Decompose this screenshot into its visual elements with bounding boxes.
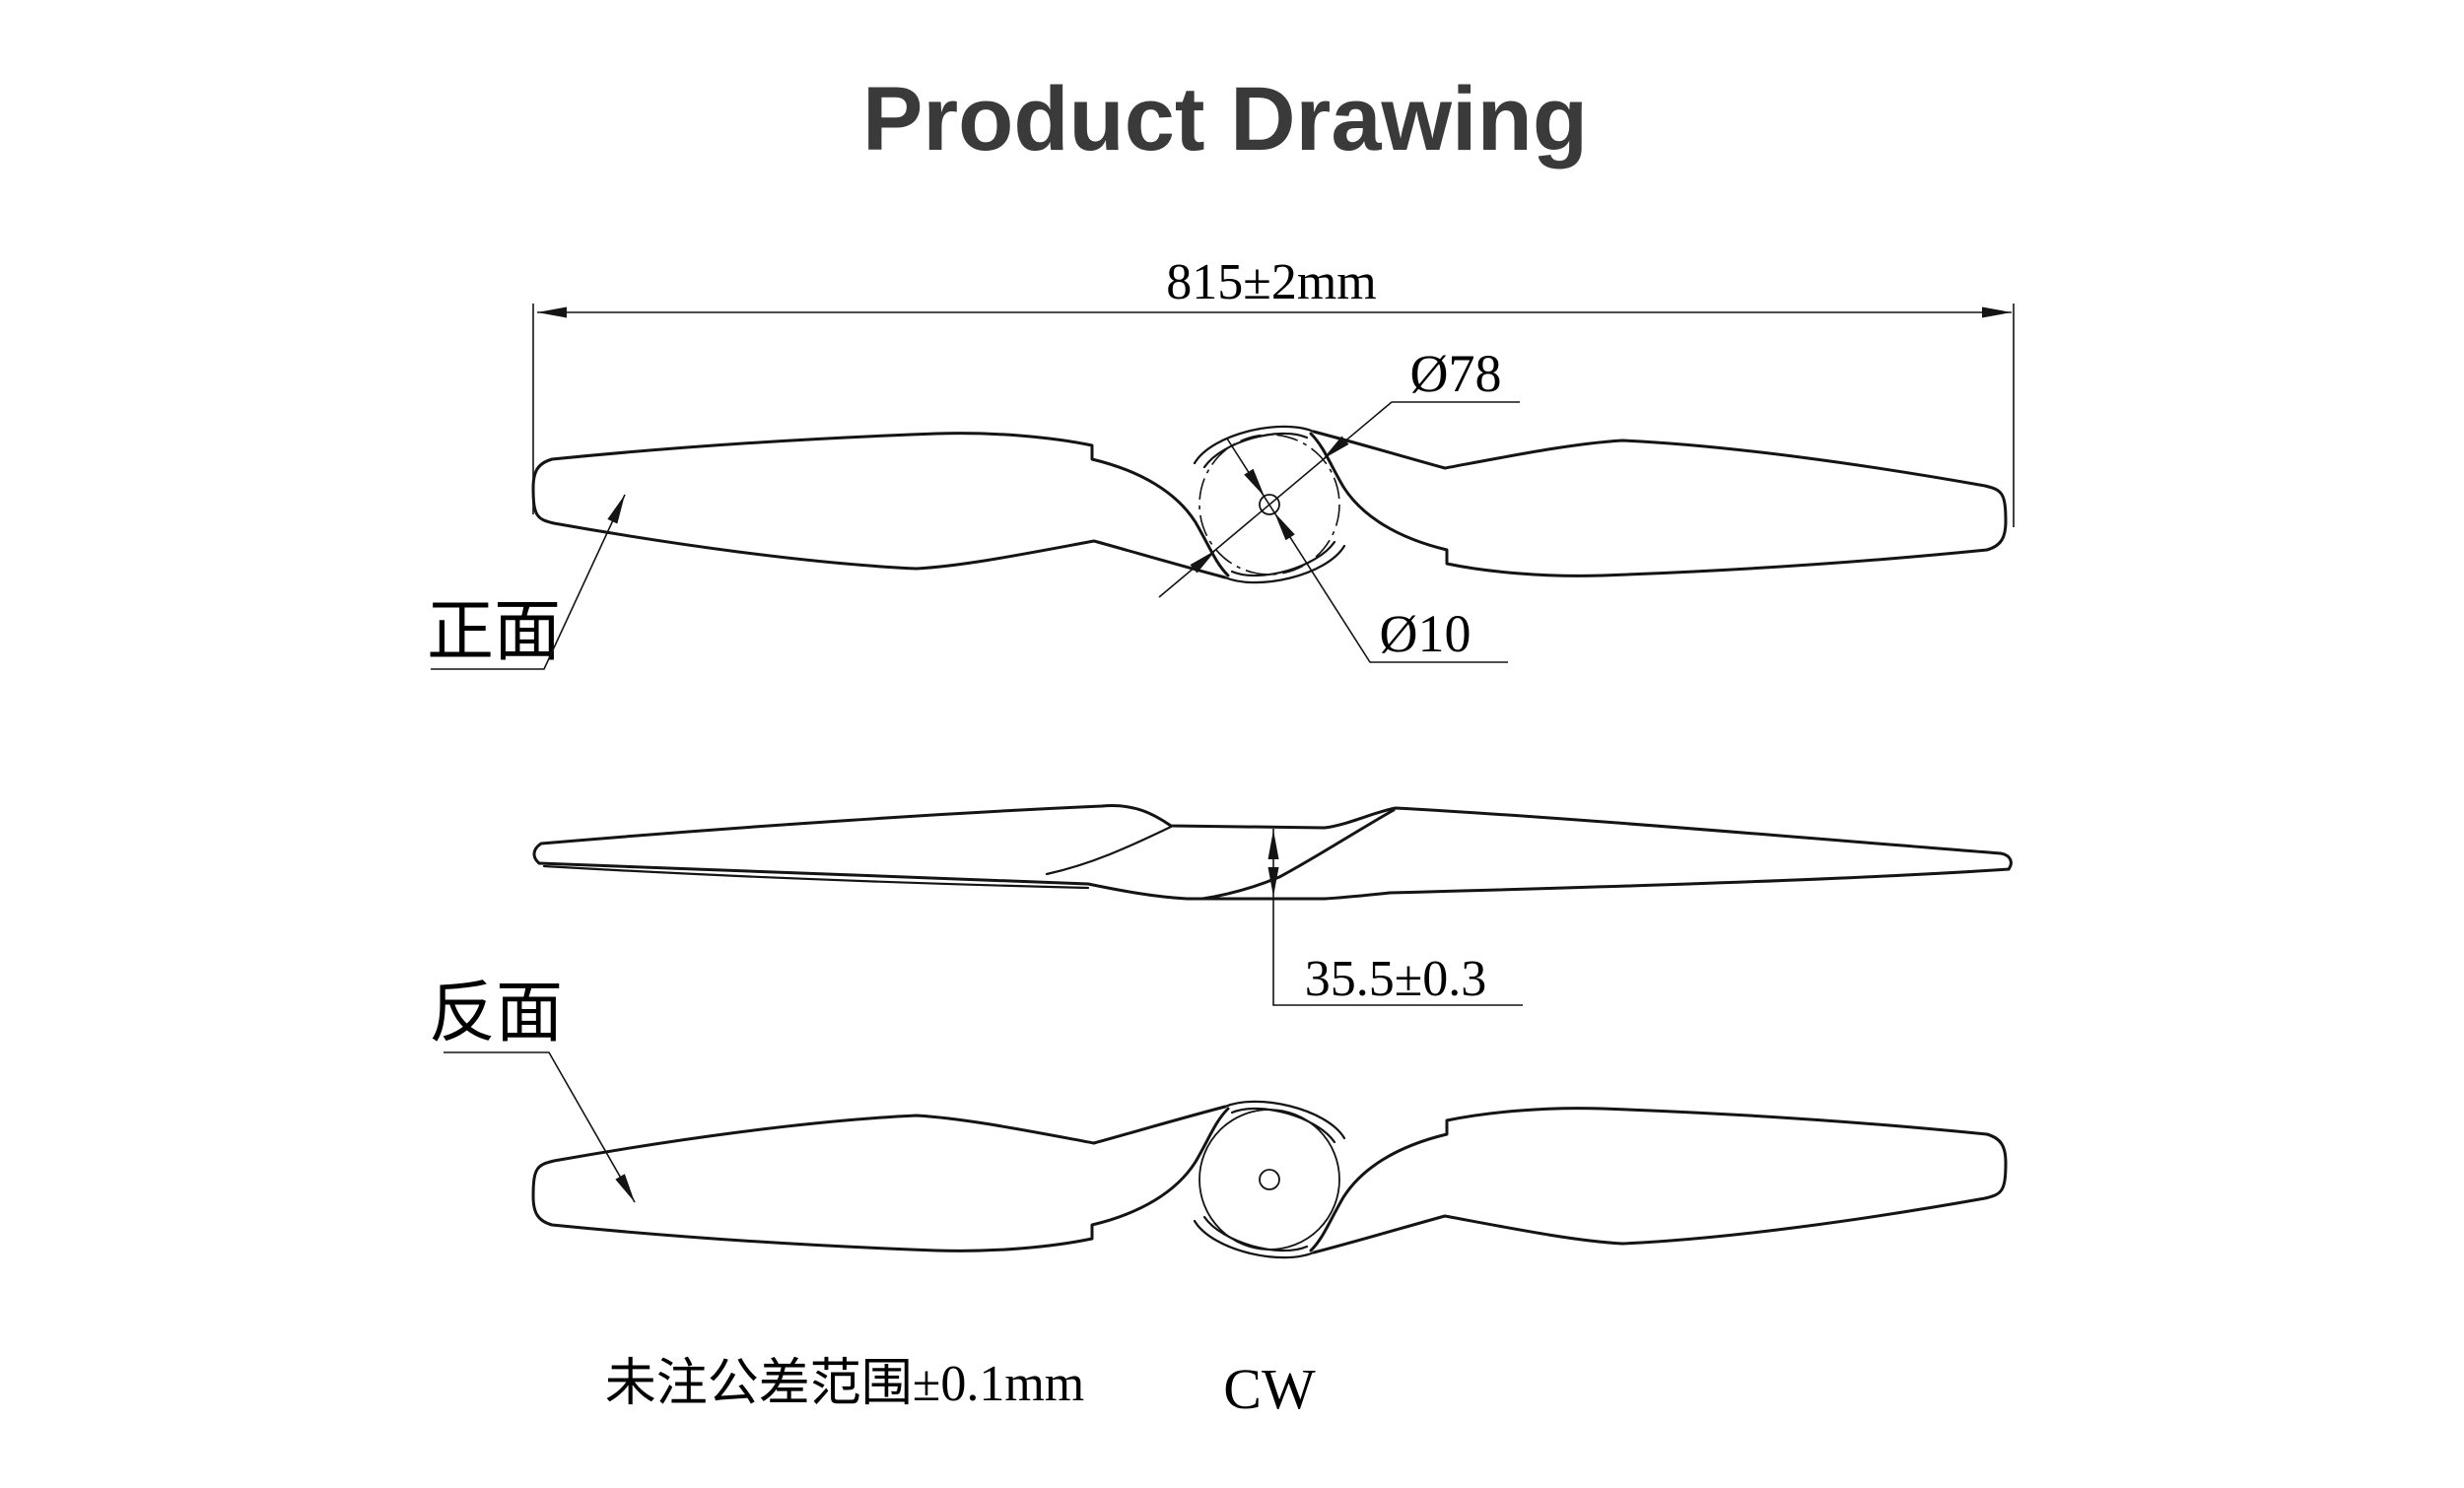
back-label-arrow [615,1174,640,1205]
front-left-blade-outline [531,432,1230,579]
dim-overall-length: 815±2mm [532,254,2015,527]
back-view-label: 反面 [429,976,563,1050]
back-label-leader [444,1051,636,1203]
front-label-leader [431,494,626,670]
side-blade-root-right-curve [1200,808,1396,901]
back-right-blade-outline [1309,1107,2008,1254]
dim-hub-diameter-text: Ø78 [1410,344,1502,403]
front-bore-hole [1259,494,1280,515]
back-view-callout: 反面 [429,976,640,1205]
front-label-arrow [607,492,630,524]
dim-leader-hub-diameter [1158,401,1520,598]
side-blade-root-left-curve [1045,825,1173,876]
dim-bore-diameter: Ø10 [1226,438,1508,663]
dim-hub-thickness-text: 35.5±0.3 [1305,951,1487,1007]
dim-overall-length-text: 815±2mm [1166,254,1376,310]
dim-hub-diameter: Ø78 [1158,344,1520,598]
page-title: Product Drawing [862,69,1588,169]
tolerance-note: 未注公差范围±0.1mm [605,1356,1084,1412]
side-bottom-profile [537,861,2011,901]
back-left-blade-outline [531,1105,1230,1252]
side-view [532,804,2013,901]
front-view-label: 正面 [427,594,561,669]
front-hub-circle-centerline [1198,434,1340,575]
rotation-direction-label: CW [1223,1357,1316,1421]
back-view-outline-group [531,1100,2008,1259]
dim-hub-thickness: 35.5±0.3 [1267,829,1523,1007]
dim-arrow-right [1982,306,2012,318]
back-hub-circle [1198,1109,1340,1251]
back-bore-hole [1259,1169,1280,1190]
front-view-callout: 正面 [427,492,630,670]
front-view [531,425,2008,584]
dim-arrow-thickness-up [1267,830,1279,859]
front-right-blade-outline [1309,430,2008,577]
side-trailing-edge-line [542,864,1090,890]
back-view [531,1100,2008,1259]
side-top-profile [532,804,2013,871]
dim-bore-diameter-text: Ø10 [1380,604,1472,663]
dim-arrow-left [537,306,567,318]
